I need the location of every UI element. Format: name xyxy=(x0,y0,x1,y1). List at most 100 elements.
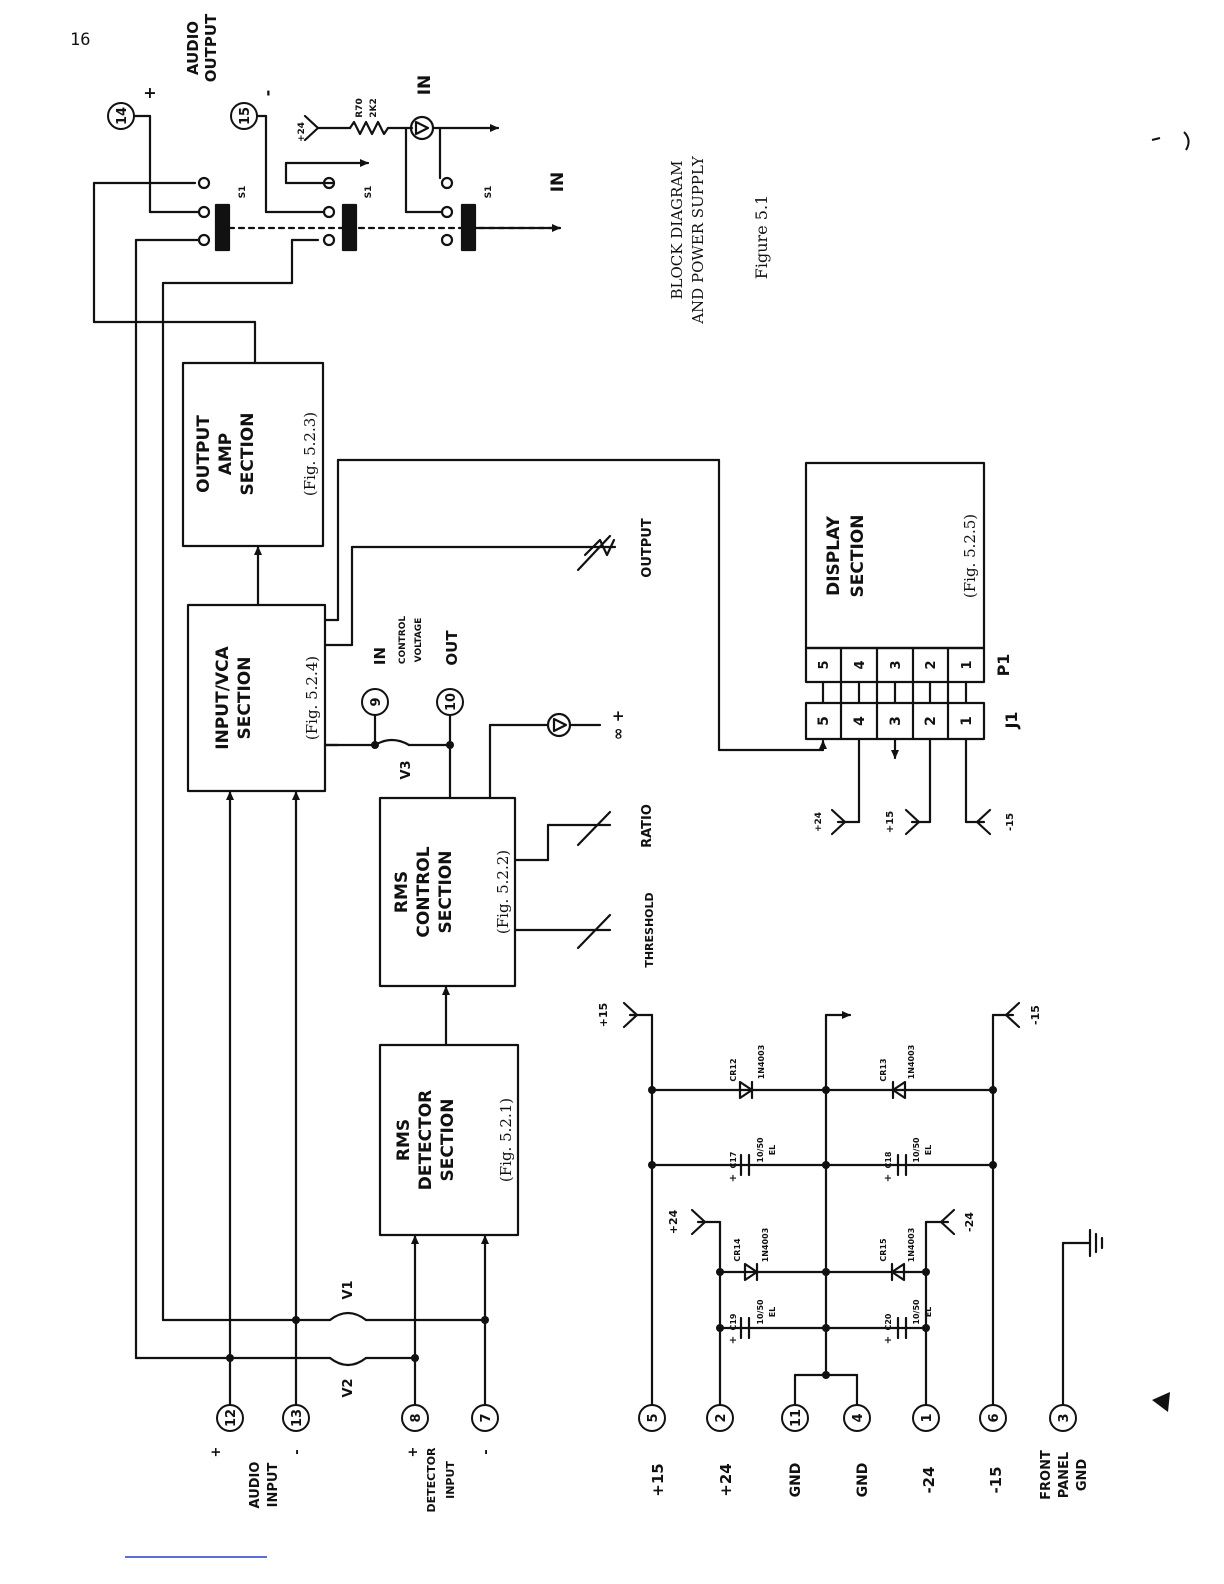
terminal-10-label: 10 xyxy=(444,693,459,711)
cr12-label: CR12 xyxy=(729,1058,738,1081)
audio-output-label-1: AUDIO xyxy=(184,21,202,75)
audio-input-plus: + xyxy=(209,1447,224,1458)
v2-label: V2 xyxy=(341,1378,356,1397)
control-in-label: IN xyxy=(371,647,389,665)
audio-output-plus: + xyxy=(140,86,159,99)
ratio-pot-label: RATIO xyxy=(640,804,655,848)
terminal-2-label: 2 xyxy=(714,1413,729,1422)
rms-control-title-1: RMS xyxy=(392,871,412,913)
c18-plus: + xyxy=(883,1174,894,1182)
terminal-1-label: 1 xyxy=(920,1413,935,1422)
in-right-label: IN xyxy=(548,172,568,193)
terminal-14 xyxy=(107,102,135,130)
c17-type: EL xyxy=(768,1145,777,1156)
j1-pin-1: 1 xyxy=(959,716,975,726)
rms-detector-title-2: DETECTOR xyxy=(416,1090,436,1191)
c19-type: EL xyxy=(768,1307,777,1318)
c20-value: 10/50 xyxy=(912,1299,921,1325)
control-out-label: OUT xyxy=(443,630,461,666)
audio-input-label-2: INPUT xyxy=(266,1463,281,1508)
inf-plus-label: ∞ + xyxy=(609,710,627,740)
terminal-2 xyxy=(706,1404,734,1432)
lamp-indicator xyxy=(409,115,435,141)
terminal-13 xyxy=(282,1404,310,1432)
rail-plus15-label: +15 xyxy=(649,1463,667,1496)
terminal-3 xyxy=(1049,1404,1077,1432)
p1-pin-2: 2 xyxy=(924,660,939,669)
input-vca-block xyxy=(186,603,327,793)
scan-blot xyxy=(1152,1392,1170,1412)
s1-label-c: S1 xyxy=(484,186,494,199)
p1-pin-3: 3 xyxy=(889,660,904,669)
terminal-11 xyxy=(781,1404,809,1432)
terminal-10 xyxy=(436,688,464,716)
rms-detector-title-1: RMS xyxy=(394,1119,414,1161)
display-title-1: DISPLAY xyxy=(824,515,844,596)
c19-plus: + xyxy=(728,1336,739,1344)
rms-detector-title-3: SECTION xyxy=(438,1099,458,1182)
output-amp-title-1: OUTPUT xyxy=(194,415,214,493)
terminal-7 xyxy=(471,1404,499,1432)
terminal-9 xyxy=(361,688,389,716)
control-voltage-label-1: CONTROL xyxy=(398,616,408,665)
terminal-7-label: 7 xyxy=(479,1413,494,1422)
cr13-part: 1N4003 xyxy=(907,1045,916,1080)
c20-type: EL xyxy=(924,1307,933,1318)
output-pot-label: OUTPUT xyxy=(640,518,655,578)
j1-minus15-label: -15 xyxy=(1005,813,1016,831)
ps-plus15-label: +15 xyxy=(597,1003,610,1028)
ps-plus24-label: +24 xyxy=(667,1209,680,1234)
j1-label: J1 xyxy=(1002,711,1021,729)
p1-pin-5: 5 xyxy=(817,660,832,669)
rail-minus15-label: -15 xyxy=(987,1466,1005,1493)
terminal-4-label: 4 xyxy=(851,1413,866,1422)
c19-value: 10/50 xyxy=(756,1299,765,1325)
scan-edge-mark xyxy=(125,1556,267,1558)
terminal-8 xyxy=(401,1404,429,1432)
cr13-label: CR13 xyxy=(879,1058,888,1081)
detector-input-label-2: INPUT xyxy=(444,1461,457,1499)
s1-switch-a xyxy=(214,203,231,252)
output-amp-block xyxy=(181,361,325,548)
j1-plus15-label: +15 xyxy=(885,811,896,833)
detector-input-minus: - xyxy=(479,1449,494,1454)
c20-label: C20 xyxy=(884,1313,893,1330)
c18-value: 10/50 xyxy=(912,1137,921,1163)
j1-pin-5: 5 xyxy=(816,716,832,726)
rms-detector-ref: (Fig. 5.2.1) xyxy=(497,1098,515,1182)
terminal-6 xyxy=(979,1404,1007,1432)
c17-label: C17 xyxy=(729,1151,738,1168)
terminal-8-label: 8 xyxy=(409,1413,424,1422)
terminal-12 xyxy=(216,1404,244,1432)
j1-pin-4: 4 xyxy=(852,716,868,726)
output-amp-title-2: AMP xyxy=(216,433,236,476)
rms-control-title-3: SECTION xyxy=(436,851,456,934)
rms-control-title-2: CONTROL xyxy=(414,846,434,937)
p1-pin-1: 1 xyxy=(960,660,975,669)
terminal-15-label: 15 xyxy=(238,107,253,125)
terminal-6-label: 6 xyxy=(987,1413,1002,1422)
input-vca-title-2: SECTION xyxy=(235,657,255,740)
terminal-15 xyxy=(230,102,258,130)
cr15-label: CR15 xyxy=(879,1238,888,1262)
cr14-label: CR14 xyxy=(733,1238,742,1262)
control-voltage-label-2: VOLTAGE xyxy=(414,618,424,663)
detector-input-plus: + xyxy=(406,1447,421,1458)
c17-plus: + xyxy=(728,1174,739,1182)
terminal-13-label: 13 xyxy=(290,1409,305,1427)
terminal-3-label: 3 xyxy=(1057,1413,1072,1422)
output-amp-title-3: SECTION xyxy=(238,413,258,496)
ps-minus24-label: -24 xyxy=(963,1212,976,1232)
v3-label: V3 xyxy=(399,760,414,779)
terminal-5-label: 5 xyxy=(646,1413,661,1422)
threshold-pot-label: THRESHOLD xyxy=(643,892,656,967)
in-top-label: IN xyxy=(415,75,435,96)
c17-value: 10/50 xyxy=(756,1137,765,1163)
p1-pin-4: 4 xyxy=(853,660,868,669)
c20-plus: + xyxy=(883,1336,894,1344)
terminal-14-label: 14 xyxy=(115,107,130,125)
cr14-part: 1N4003 xyxy=(761,1228,770,1263)
rms-detector-block xyxy=(378,1043,520,1237)
j1-pin-3: 3 xyxy=(888,716,904,726)
